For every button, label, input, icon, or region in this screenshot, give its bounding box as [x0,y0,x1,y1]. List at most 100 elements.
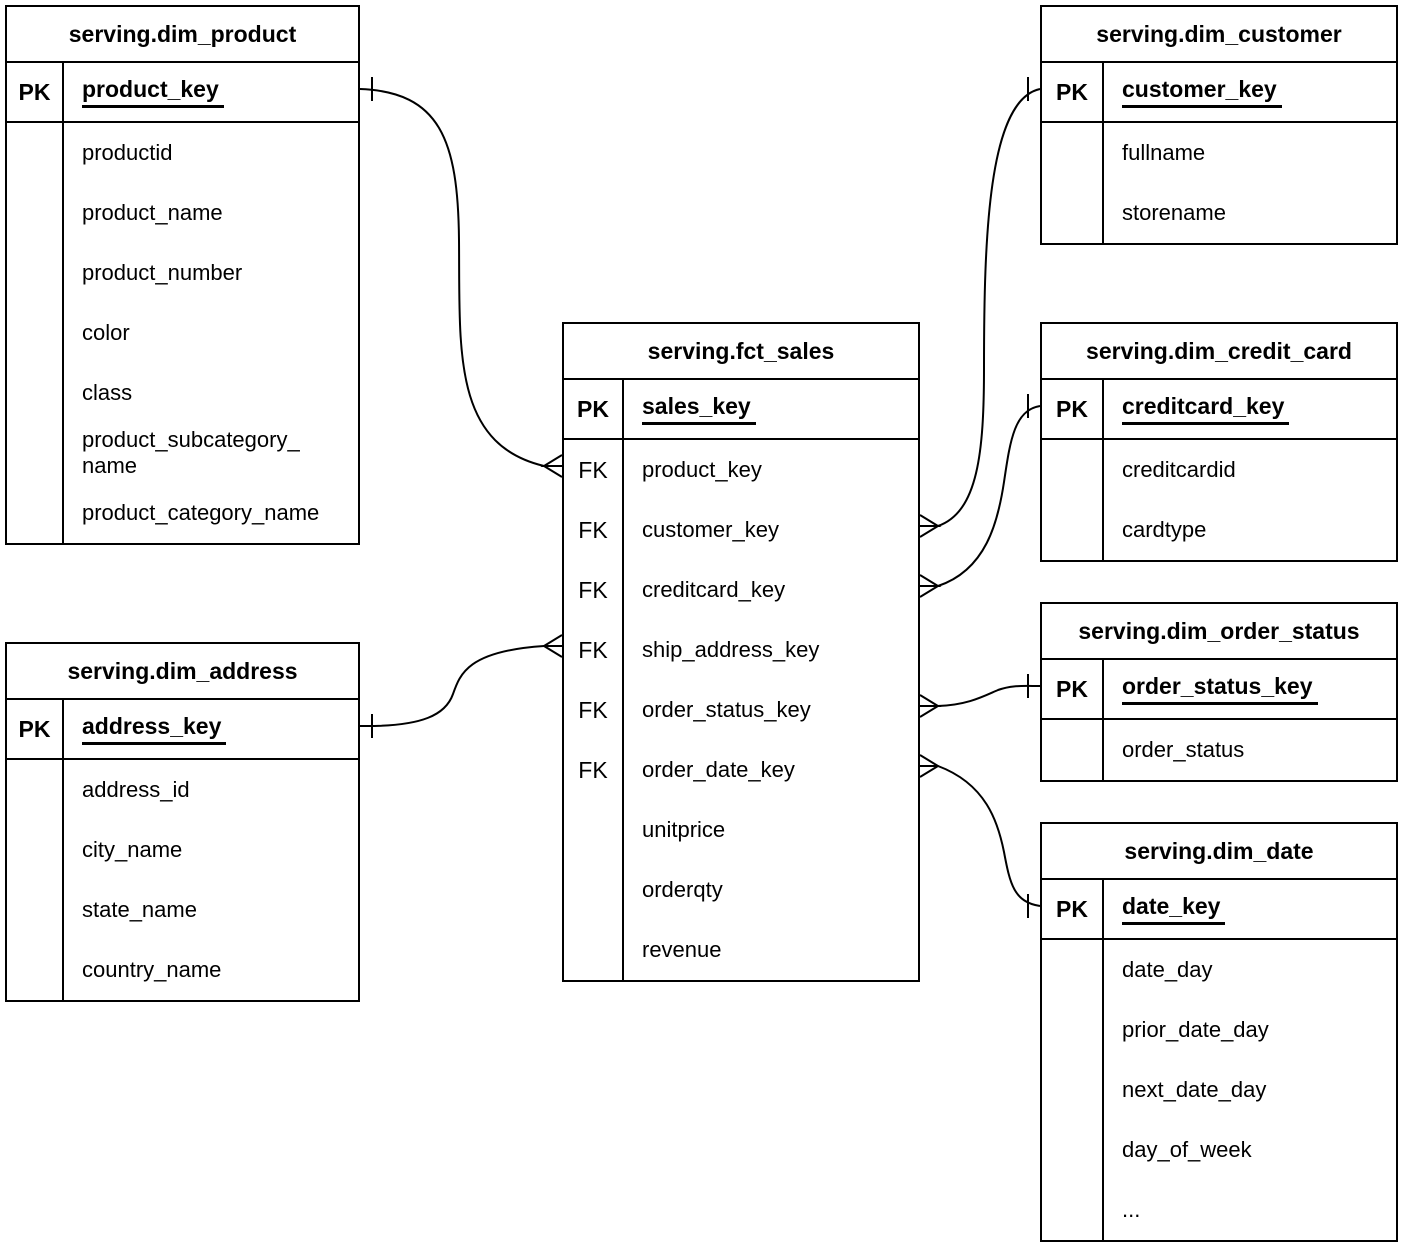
table-title: serving.fct_sales [564,324,918,380]
key-label: FK [564,680,624,740]
table-dim-customer: serving.dim_customer PK customer_key ful… [1040,5,1398,245]
key-label [564,920,624,980]
key-label [7,123,64,183]
field-name: fullname [1122,140,1206,166]
field-name: class [82,380,133,406]
relationship-line [937,765,1041,907]
field-name: revenue [642,937,722,963]
pk-row: PK date_key [1042,880,1396,940]
field-name: color [82,320,130,346]
field-name: product_number [82,260,243,286]
field-list: creditcardid cardtype [1042,440,1396,560]
table-dim-address: serving.dim_address PK address_key addre… [5,642,360,1002]
crowfoot-many-icon [919,514,942,538]
pk-field-name: creditcard_key [1122,393,1290,426]
field-row: unitprice [564,800,918,860]
key-label: FK [564,500,624,560]
table-title: serving.dim_product [7,7,358,63]
pk-label: PK [1042,63,1104,121]
field-name: customer_key [642,517,779,543]
field-row: product_number [7,243,358,303]
table-fct-sales: serving.fct_sales PK sales_key FK product… [562,322,920,982]
key-label [1042,500,1104,560]
field-row: product_subcategory_ name [7,423,358,483]
field-row: product_category_name [7,483,358,543]
crowfoot-many-icon [540,454,563,478]
connector-product-sales [359,77,563,478]
table-dim-date: serving.dim_date PK date_key date_day pr… [1040,822,1398,1242]
pk-label: PK [7,700,64,758]
relationship-line [359,645,545,728]
field-name: order_status [1122,737,1245,763]
table-dim-credit-card: serving.dim_credit_card PK creditcard_ke… [1040,322,1398,562]
key-label [7,880,64,940]
pk-row: PK order_status_key [1042,660,1396,720]
pk-row: PK sales_key [564,380,918,440]
field-row: state_name [7,880,358,940]
table-title: serving.dim_date [1042,824,1396,880]
table-dim-product: serving.dim_product PK product_key produ… [5,5,360,545]
field-list: address_id city_name state_name country_… [7,760,358,1000]
table-dim-order-status: serving.dim_order_status PK order_status… [1040,602,1398,782]
pk-row: PK address_key [7,700,358,760]
field-row: date_day [1042,940,1396,1000]
key-label [1042,1060,1104,1120]
key-label [1042,183,1104,243]
pk-label: PK [1042,380,1104,438]
field-row: FK customer_key [564,500,918,560]
pk-field: date_key [1104,880,1396,938]
pk-label: PK [7,63,64,121]
key-label [1042,1180,1104,1240]
field-row: class [7,363,358,423]
table-title: serving.dim_credit_card [1042,324,1396,380]
field-row: next_date_day [1042,1060,1396,1120]
field-name: storename [1122,200,1226,226]
crowfoot-many-icon [919,754,942,778]
field-name: productid [82,140,173,166]
pk-field-name: product_key [82,76,224,109]
key-label [1042,440,1104,500]
pk-field-name: address_key [82,713,227,746]
pk-label: PK [564,380,624,438]
field-row: FK creditcard_key [564,560,918,620]
field-list: productid product_name product_number co… [7,123,358,543]
field-row: productid [7,123,358,183]
relationship-line [937,405,1041,587]
relationship-line [359,88,545,467]
key-label: FK [564,560,624,620]
field-list: order_status [1042,720,1396,780]
field-name: creditcard_key [642,577,786,603]
relationship-line [937,88,1041,527]
field-row: address_id [7,760,358,820]
key-label [7,423,64,483]
pk-field: creditcard_key [1104,380,1396,438]
field-row: city_name [7,820,358,880]
field-name: next_date_day [1122,1077,1267,1103]
key-label [7,183,64,243]
key-label [7,820,64,880]
field-row: order_status [1042,720,1396,780]
table-title: serving.dim_customer [1042,7,1396,63]
key-label [7,363,64,423]
field-row: ... [1042,1180,1396,1240]
key-label: FK [564,440,624,500]
connector-sales-orderstatus [919,674,1041,718]
field-name: unitprice [642,817,726,843]
field-name: orderqty [642,877,723,903]
pk-field-name: sales_key [642,393,756,426]
field-name: ship_address_key [642,637,820,663]
key-label [1042,720,1104,780]
field-row: cardtype [1042,500,1396,560]
field-name: product_key [642,457,762,483]
connector-sales-date [919,754,1041,918]
field-name: date_day [1122,957,1213,983]
field-name: product_category_name [82,500,320,526]
pk-label: PK [1042,880,1104,938]
key-label [564,800,624,860]
pk-label: PK [1042,660,1104,718]
pk-row: PK creditcard_key [1042,380,1396,440]
field-name: creditcardid [1122,457,1236,483]
field-row: prior_date_day [1042,1000,1396,1060]
field-name: product_subcategory_ name [82,427,300,478]
pk-field: customer_key [1104,63,1396,121]
